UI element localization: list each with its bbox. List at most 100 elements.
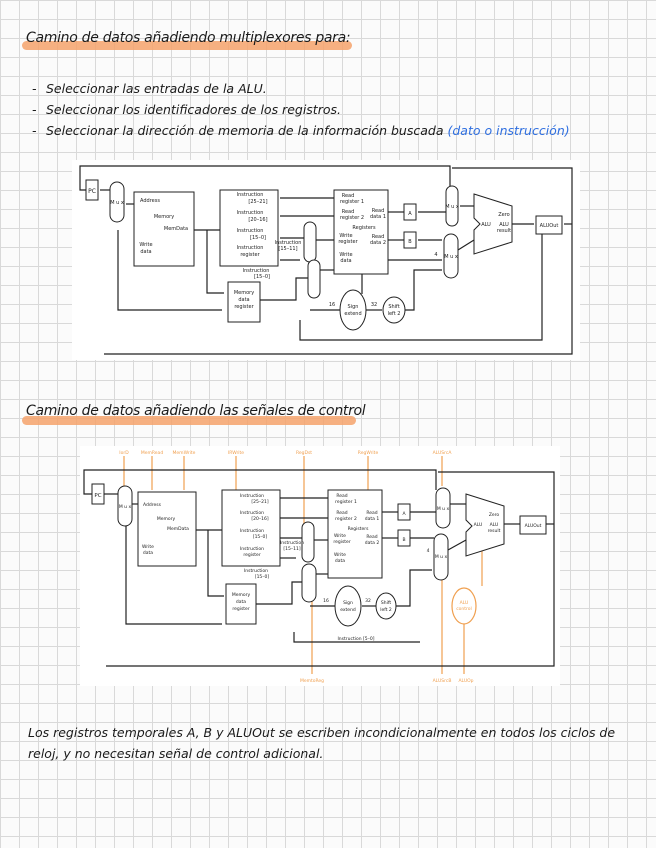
ir-label: [25–21] — [248, 199, 267, 205]
regs-label: Read — [336, 510, 347, 516]
width-label: 32 — [365, 598, 371, 604]
width-label: 16 — [323, 598, 329, 604]
reg-a-label: A — [408, 211, 412, 217]
sign-extend-label: extend — [344, 311, 361, 317]
mdr-label: Memory — [232, 592, 251, 598]
ir-extra-label: [15–11] — [283, 546, 300, 552]
mdr-label: data — [238, 297, 249, 303]
control-signal-label: IorD — [119, 450, 129, 456]
section-2-title: Camino de datos añadiendo las señales de… — [26, 403, 365, 419]
shift-label: left 2 — [388, 311, 401, 317]
regs-label: Registers — [348, 526, 370, 532]
ir-extra-label: Instruction — [244, 568, 268, 574]
const-label: 4 — [427, 548, 430, 554]
pc-label: PC — [94, 493, 101, 499]
control-signal-label: ALUSrcB — [433, 678, 452, 684]
memory-label: data — [143, 550, 153, 556]
sign-extend-label: Sign — [343, 600, 353, 606]
ir-extra-label: Instruction — [280, 540, 304, 546]
ir-label: [15–0] — [253, 534, 268, 540]
memory-label: MemData — [164, 226, 188, 232]
regs-label: data 1 — [365, 516, 380, 522]
memory-label: Memory — [157, 516, 176, 522]
width-label: 16 — [329, 302, 335, 308]
control-signal-label: RegDst — [296, 450, 312, 456]
reg-b-label: B — [408, 239, 412, 245]
memory-label: data — [140, 249, 151, 255]
control-signal-label: ALUOp — [458, 678, 473, 684]
mdr-label: register — [232, 606, 250, 612]
regs-label: Write — [334, 533, 346, 539]
regs-label: register 1 — [335, 499, 357, 505]
ir-label: Instruction — [240, 493, 264, 499]
ir-label: Instruction — [240, 528, 264, 534]
mux-label: M u x — [445, 204, 459, 210]
mdr-label: Memory — [234, 290, 254, 296]
regs-label: data 2 — [370, 240, 386, 246]
ir-label: Instruction — [237, 192, 264, 198]
mux-label: M u x — [444, 254, 458, 260]
ir-label: Instruction — [240, 510, 264, 516]
control-signal-label: MemtoReg — [300, 678, 324, 684]
shift-label: Shift — [381, 600, 391, 606]
alu-control-label: ALU — [460, 600, 469, 606]
aluout-label: ALUOut — [525, 523, 542, 529]
bullet-item: -Seleccionar las entradas de la ALU. — [32, 78, 642, 99]
ir-label: register — [240, 252, 260, 258]
regs-label: register — [338, 239, 358, 245]
ir-label: Instruction — [240, 546, 264, 552]
regs-label: register 2 — [335, 516, 357, 522]
ir-label: [20–16] — [251, 516, 268, 522]
mux-label: M u x — [435, 554, 448, 560]
shift-label: Shift — [388, 304, 399, 310]
mdr-label: data — [236, 599, 246, 605]
bullet-item: -Seleccionar la dirección de memoria de … — [32, 120, 642, 141]
regs-label: Read — [366, 510, 377, 516]
ir-label: Instruction — [237, 210, 264, 216]
regs-label: data 2 — [365, 540, 380, 546]
alu-out-label: result — [497, 228, 511, 234]
alu-out-label: Zero — [498, 212, 510, 218]
instr-5-0-label: Instruction [5–0] — [337, 636, 374, 642]
regs-label: Registers — [352, 225, 376, 231]
section-1-title: Camino de datos añadiendo multiplexores … — [26, 30, 350, 46]
alu-label: ALU — [474, 522, 483, 528]
mux-label: M u x — [119, 504, 132, 510]
ir-label: [15–0] — [250, 235, 266, 241]
width-label: 32 — [371, 302, 377, 308]
ir-label: Instruction — [237, 228, 264, 234]
ir-label: Instruction — [237, 245, 264, 251]
memory-label: Address — [143, 502, 162, 508]
aluout-label: ALUOut — [540, 223, 559, 229]
regs-label: Write — [334, 552, 346, 558]
control-signal-label: MemWrite — [173, 450, 196, 456]
const-label: 4 — [434, 252, 437, 258]
regs-label: Read — [336, 493, 347, 499]
memory-label: Write — [142, 544, 154, 550]
control-signal-label: ALUSrcA — [433, 450, 453, 456]
memory-label: MemData — [167, 526, 189, 532]
regs-label: data — [335, 558, 345, 564]
mux-label: M u x — [437, 506, 450, 512]
regs-label: data — [340, 258, 351, 264]
bullet-note: (dato o instrucción) — [447, 123, 569, 138]
datapath-diagram-control: IorD MemRead MemWrite IRWrite RegDst Reg… — [80, 446, 560, 686]
bullet-list: -Seleccionar las entradas de la ALU. -Se… — [32, 78, 642, 141]
control-signal-label: MemRead — [141, 450, 163, 456]
ir-extra-label: [15–0] — [254, 274, 270, 280]
alu-out-label: Zero — [489, 512, 500, 518]
regs-label: data 1 — [370, 214, 386, 220]
note-paragraph: Los registros temporales A, B y ALUOut s… — [28, 722, 640, 764]
ir-label: register — [243, 552, 261, 558]
mdr-label: register — [234, 304, 254, 310]
regs-label: register 2 — [340, 215, 364, 221]
ir-extra-label: [15–0] — [255, 574, 270, 580]
ir-label: [20–16] — [248, 217, 267, 223]
datapath-diagram-muxes: PC M u x Address Memory MemData Write da… — [72, 160, 580, 360]
bullet-item: -Seleccionar los identificadores de los … — [32, 99, 642, 120]
memory-label: Write — [139, 242, 152, 248]
memory-label: Address — [140, 198, 160, 204]
regs-label: register — [333, 539, 351, 545]
ir-label: [25–21] — [251, 499, 268, 505]
shift-label: left 2 — [380, 607, 392, 613]
